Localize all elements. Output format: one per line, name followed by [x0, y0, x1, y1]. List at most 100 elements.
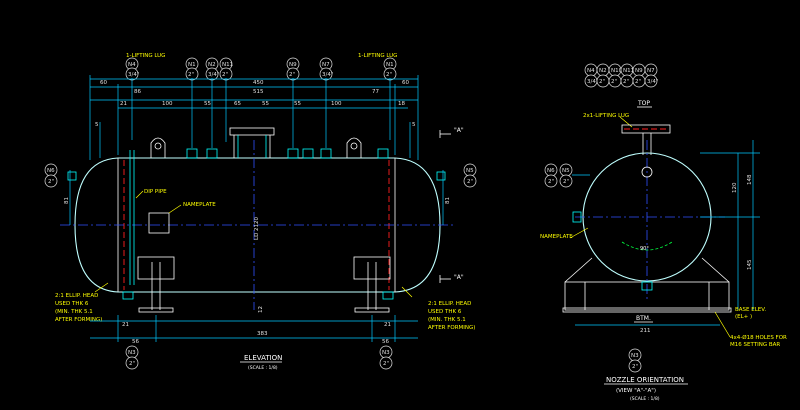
dim-bot-right: 56: [382, 339, 389, 345]
top-label: TOP: [637, 100, 650, 107]
section-mark-bottom: "A": [439, 274, 464, 283]
right-head-notes: 2:1 ELLIP. HEAD USED THK 6 (MIN. THK 5.1AF…: [428, 301, 475, 331]
svg-text:N11: N11: [222, 62, 233, 68]
svg-text:N1: N1: [386, 62, 394, 68]
side-nozzle-right: N5 2": [436, 163, 477, 188]
svg-text:N3: N3: [382, 350, 390, 356]
elevation-dimensions-bottom: 21 56 383 56 21 12: [90, 306, 418, 345]
dim-w: 211: [640, 328, 651, 334]
left-head-note: 2:1 ELLIP. HEAD: [55, 293, 98, 299]
svg-text:2": 2": [386, 72, 392, 78]
dim-h-right-top: 5: [412, 122, 416, 128]
orientation-scale: (SCALE : 1/8): [630, 396, 660, 402]
dim-h-right-mid: 81: [445, 197, 451, 204]
svg-text:2": 2": [289, 72, 295, 78]
dim-bot-left2: 56: [132, 339, 139, 345]
svg-text:N3: N3: [128, 350, 136, 356]
orientation-top-bubble: N22": [596, 63, 610, 88]
dim-row-value: 100: [331, 101, 342, 107]
svg-text:N2: N2: [208, 62, 216, 68]
dim-bot-mid: 383: [257, 331, 268, 337]
dim-bot-r2: 21: [384, 322, 391, 328]
svg-text:N7: N7: [322, 62, 330, 68]
svg-text:2": 2": [563, 179, 569, 185]
svg-text:N3: N3: [631, 353, 639, 359]
orientation-top-bubble: N73/4": [644, 63, 658, 88]
orientation-nameplate-label: NAMEPLATE: [540, 234, 573, 240]
orientation-top-bubble: N92": [632, 63, 646, 88]
dip-pipe-label: DIP PIPE: [144, 189, 167, 195]
svg-text:2": 2": [635, 79, 641, 85]
right-head-note: 2:1 ELLIP. HEAD: [428, 301, 471, 307]
svg-text:N6: N6: [47, 168, 55, 174]
nameplate-label: NAMEPLATE: [183, 202, 216, 208]
svg-text:3/4": 3/4": [647, 79, 658, 85]
svg-text:"A": "A": [454, 127, 464, 134]
dim-top-right: 77: [372, 89, 379, 95]
base-elev-label: BASE ELEV.: [735, 307, 766, 313]
orientation-top-bubble: N10 2": [608, 63, 623, 88]
orientation-title: NOZZLE ORIENTATION: [606, 376, 684, 384]
lifting-lug-right: [346, 137, 362, 158]
dim-top-left: 86: [134, 89, 141, 95]
orientation-top-bubble: N43/4": [584, 63, 598, 88]
btm-label: BTM.: [636, 315, 651, 322]
svg-text:N5: N5: [562, 168, 570, 174]
svg-text:N10: N10: [611, 68, 623, 74]
dim-row-value: 100: [162, 101, 173, 107]
top-nozzle-bubble: N2 3/4": [205, 57, 219, 81]
dim-h-left-mid: 81: [64, 197, 70, 204]
right-head-note: USED THK 6: [428, 309, 462, 315]
left-head-note: USED THK 6: [55, 301, 89, 307]
shell-top-nozzles: [186, 148, 389, 159]
elevation-title: ELEVATION: [244, 354, 282, 362]
top-nozzle-bubble: N11 2": [219, 57, 233, 81]
manhole: [229, 127, 275, 158]
svg-text:"A": "A": [454, 274, 464, 281]
dim-center: 12: [258, 306, 264, 313]
lifting-lug-left-label: 1-LIFTING LUG: [126, 53, 165, 59]
dim-v1: 148: [747, 174, 753, 185]
base-elev-value: (EL+ ): [735, 314, 752, 320]
orientation-saddle: [562, 257, 732, 313]
svg-text:2": 2": [222, 72, 228, 78]
svg-text:2": 2": [383, 361, 389, 367]
orientation-view: (VIEW "A"-"A"): [616, 388, 656, 394]
left-head-note: (MIN. THK 5.1: [55, 309, 93, 315]
svg-text:2": 2": [611, 79, 617, 85]
svg-text:N5: N5: [466, 168, 474, 174]
svg-text:N4: N4: [128, 62, 136, 68]
dim-row-value: 65: [234, 101, 241, 107]
svg-text:2": 2": [129, 361, 135, 367]
dim-overall: 450: [253, 80, 264, 86]
svg-text:3/4": 3/4": [587, 79, 598, 85]
bottom-nozzle-left: N3 2": [125, 345, 139, 370]
svg-text:N1: N1: [188, 62, 196, 68]
orientation-lifting-lug: [621, 124, 671, 155]
dim-row-value: 55: [294, 101, 301, 107]
elevation-scale: (SCALE : 1/8): [248, 365, 278, 371]
holes-label-2: M16 SETTING BAR: [730, 342, 780, 348]
dim-row-value: 55: [262, 101, 269, 107]
orientation-left-nozzles: N6 2" N5 2": [544, 163, 590, 223]
right-head-note: (MIN. THK 5.1: [428, 317, 466, 323]
svg-text:2": 2": [188, 72, 194, 78]
dim-row-value: 55: [204, 101, 211, 107]
dim-row-value: 18: [398, 101, 405, 107]
right-head-note: AFTER FORMING): [428, 325, 475, 331]
svg-text:2": 2": [48, 179, 54, 185]
side-nozzle-left: N6 2": [44, 163, 77, 188]
orientation-lifting-lug-label: 2x1-LIFTING LUG: [583, 113, 629, 119]
svg-text:N9: N9: [289, 62, 297, 68]
svg-text:N11: N11: [623, 68, 634, 74]
svg-text:3/4": 3/4": [208, 72, 219, 78]
svg-text:2": 2": [467, 179, 473, 185]
svg-text:2": 2": [548, 179, 554, 185]
dip-pipe: DIP PIPE: [129, 150, 167, 285]
top-nozzle-bubble: N1 2": [383, 57, 397, 81]
